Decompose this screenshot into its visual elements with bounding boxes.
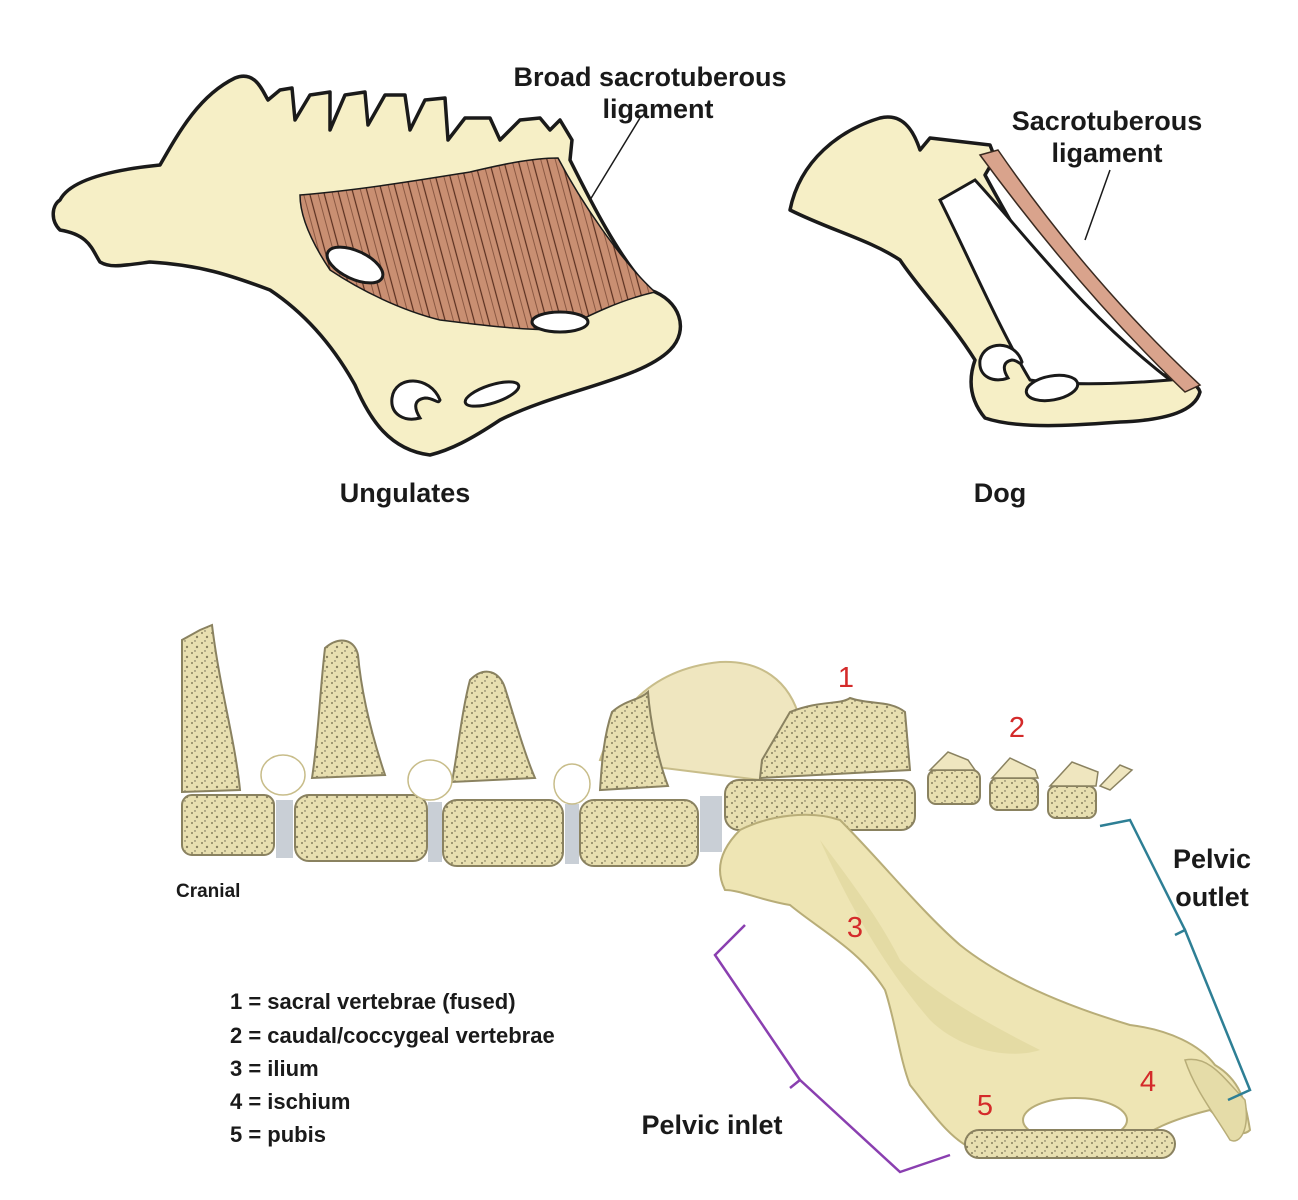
spinous-process <box>310 639 387 780</box>
dog-inner-opening <box>938 178 1174 386</box>
marker-4: 4 <box>1140 1066 1156 1098</box>
lumbar-body <box>579 799 699 867</box>
marker-3: 3 <box>847 912 863 944</box>
caudal-process <box>928 751 977 771</box>
spine-pelvis-illustration <box>181 623 1252 1159</box>
caudal-body <box>989 777 1039 811</box>
pelvic-inlet-bracket <box>713 924 951 1174</box>
spinous-process <box>598 689 670 792</box>
legend-item: 1 = sacral vertebrae (fused) <box>230 989 516 1014</box>
ungulates-obturator <box>463 380 521 408</box>
ungulates-ligament-label-1: Broad sacrotuberous <box>513 62 786 92</box>
ungulates-leader-line <box>589 117 641 201</box>
sacral-crest <box>758 696 912 780</box>
dog-obturator <box>1024 373 1080 403</box>
legend-item: 4 = ischium <box>230 1089 350 1114</box>
legend: 1 = sacral vertebrae (fused) 2 = caudal/… <box>230 989 555 1147</box>
foramen <box>553 763 591 805</box>
spinous-process <box>181 623 242 794</box>
marker-1: 1 <box>838 662 854 694</box>
dog-acetabulum <box>978 343 1024 382</box>
intervertebral-discs <box>276 796 722 864</box>
lumbar-body <box>442 799 564 867</box>
legend-item: 5 = pubis <box>230 1122 326 1147</box>
marker-2: 2 <box>1009 712 1025 744</box>
dog-pelvis <box>788 115 1202 428</box>
dog-ligament <box>978 149 1202 393</box>
region-markers: 1 2 3 4 5 <box>838 662 1156 1122</box>
disc <box>700 796 722 852</box>
lumbar-body <box>294 794 428 862</box>
caudal-body <box>1047 785 1097 819</box>
caudal-process <box>990 757 1040 779</box>
vertebral-bodies <box>181 769 1097 867</box>
spinous-processes <box>181 623 1134 794</box>
ungulates-ligament-callout: Broad sacrotuberous ligament <box>513 62 787 201</box>
caudal-body <box>927 769 981 805</box>
caudal-process <box>1048 761 1099 787</box>
dog-caption: Dog <box>974 478 1026 508</box>
pelvic-outlet-bracket <box>1099 818 1252 1102</box>
dog-leader-line <box>1084 169 1111 241</box>
disc <box>276 800 293 858</box>
ungulates-acetabulum <box>390 379 442 421</box>
ungulates-foramen <box>325 245 385 285</box>
dog-ligament-label-1: Sacrotuberous <box>1012 106 1203 136</box>
marker-5: 5 <box>977 1090 993 1122</box>
ilium-shading <box>820 840 1040 1054</box>
ungulates-ligament-label-2: ligament <box>602 94 713 124</box>
pelvic-outlet-label-1: Pelvic <box>1173 844 1251 874</box>
dog-ligament-callout: Sacrotuberous ligament <box>1012 106 1203 241</box>
legend-item: 3 = ilium <box>230 1056 319 1081</box>
cranial-label: Cranial <box>176 881 240 902</box>
ungulates-pelvis <box>51 74 682 457</box>
foramen <box>260 754 306 796</box>
disc <box>428 802 442 862</box>
intervertebral-foramina <box>260 754 591 805</box>
pelvic-inlet-label: Pelvic inlet <box>641 1110 782 1140</box>
dog-ligament-label-2: ligament <box>1051 138 1162 168</box>
ungulates-caption: Ungulates <box>340 478 471 508</box>
ungulates-ligament <box>299 157 657 331</box>
pubic-symphysis <box>964 1129 1176 1159</box>
ungulates-small-foramen <box>530 310 590 334</box>
lumbar-body <box>181 794 275 856</box>
foramen <box>407 759 453 801</box>
ischial-tuberosity <box>1184 1058 1247 1142</box>
spinous-process <box>450 670 537 784</box>
disc <box>565 804 579 864</box>
pelvic-outlet-label-2: outlet <box>1175 882 1249 912</box>
caudal-process <box>1098 764 1134 791</box>
legend-item: 2 = caudal/coccygeal vertebrae <box>230 1023 555 1048</box>
